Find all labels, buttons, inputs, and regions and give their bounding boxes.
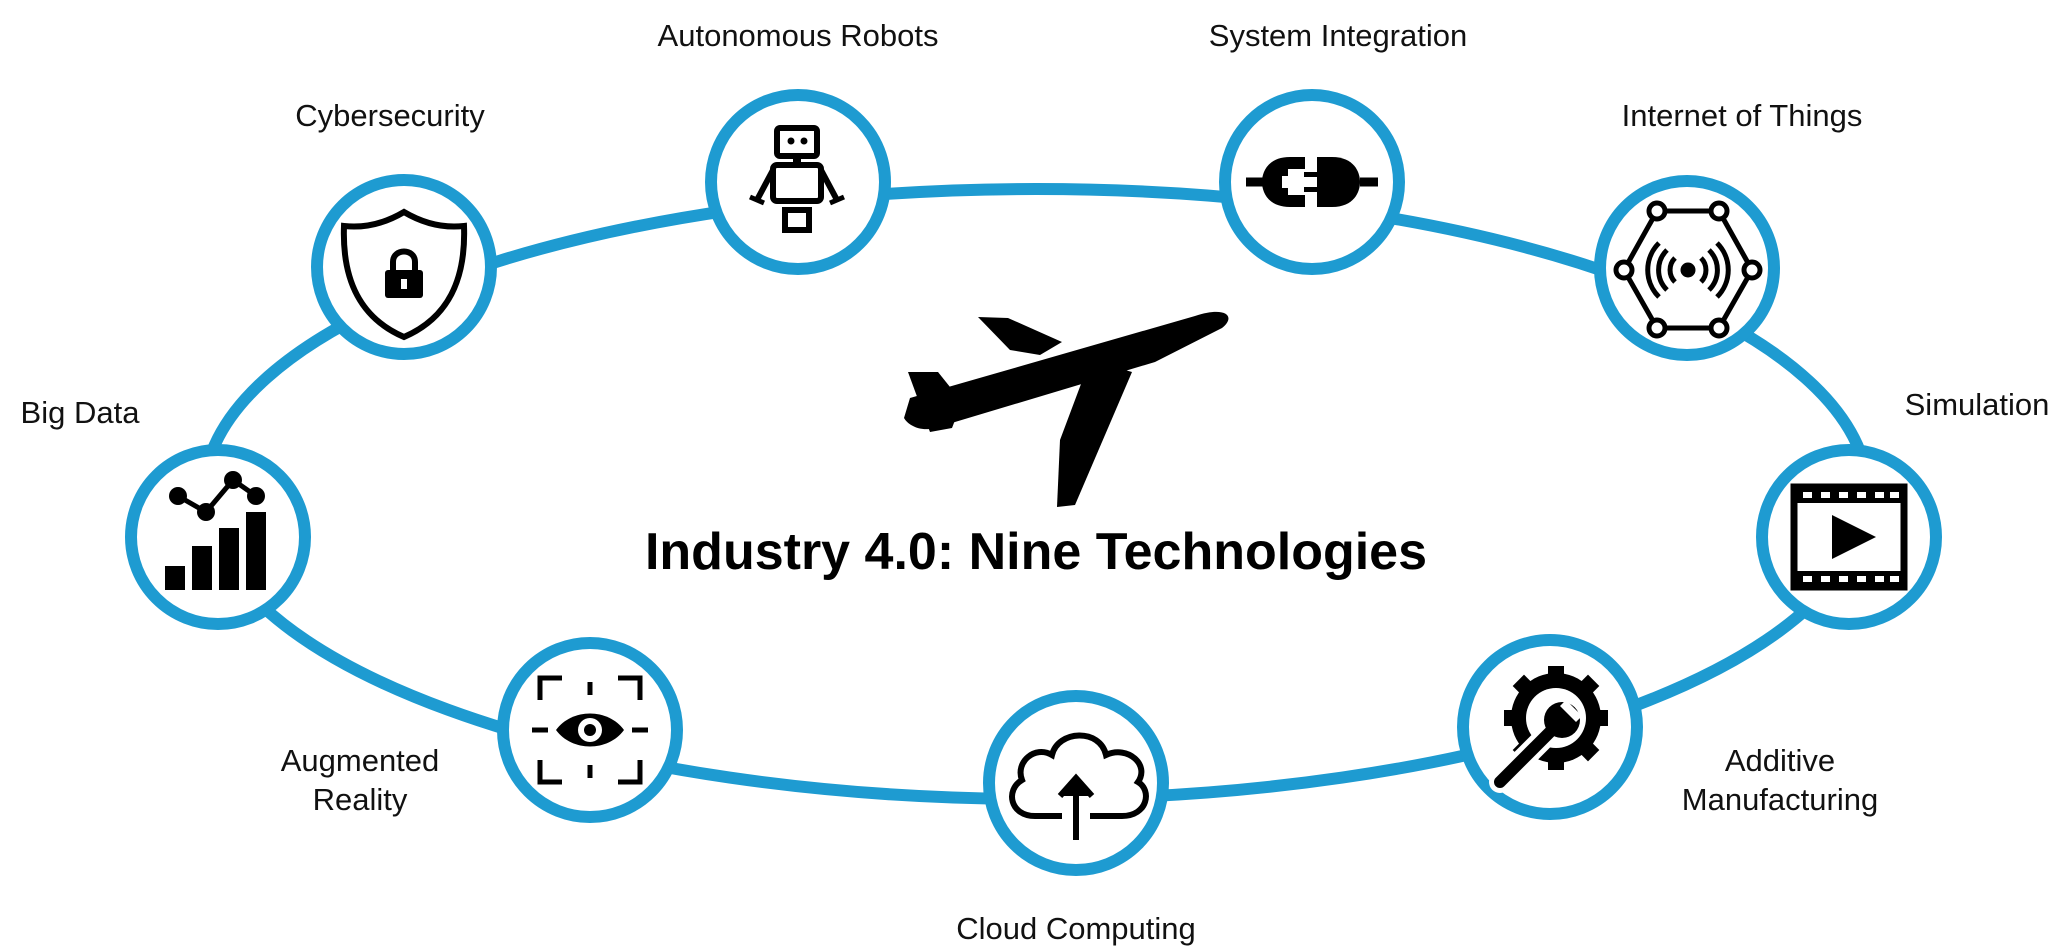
node-cybersecurity — [311, 174, 497, 360]
label-cloud-computing: Cloud Computing — [956, 911, 1196, 946]
diagram-title: Industry 4.0: Nine Technologies — [644, 523, 1428, 581]
play-film-icon — [1790, 483, 1908, 591]
label-system-integration: System Integration — [1208, 18, 1468, 53]
node-big-data — [125, 444, 311, 630]
node-internet-of-things — [1594, 175, 1780, 361]
gear-wrench-icon — [1489, 666, 1608, 793]
iot-icon — [1613, 200, 1763, 339]
label-autonomous-robots: Autonomous Robots — [657, 18, 939, 53]
chart-icon — [165, 471, 266, 590]
robot-icon — [749, 125, 845, 233]
label-big-data: Big Data — [20, 395, 140, 430]
node-autonomous-robots — [705, 89, 891, 275]
label-internet-of-things: Internet of Things — [1621, 98, 1863, 133]
shield-lock-icon — [340, 208, 468, 341]
node-additive-manufacturing — [1457, 634, 1643, 820]
airplane-icon — [904, 311, 1229, 507]
node-cloud-computing — [983, 690, 1169, 876]
node-simulation — [1756, 444, 1942, 630]
plug-icon — [1246, 157, 1378, 207]
node-augmented-reality — [497, 637, 683, 823]
eye-scan-icon — [532, 675, 648, 785]
label-cybersecurity: Cybersecurity — [295, 98, 485, 133]
cloud-upload-icon — [1009, 732, 1149, 840]
label-simulation: Simulation — [1904, 387, 2050, 422]
node-system-integration — [1219, 89, 1405, 275]
